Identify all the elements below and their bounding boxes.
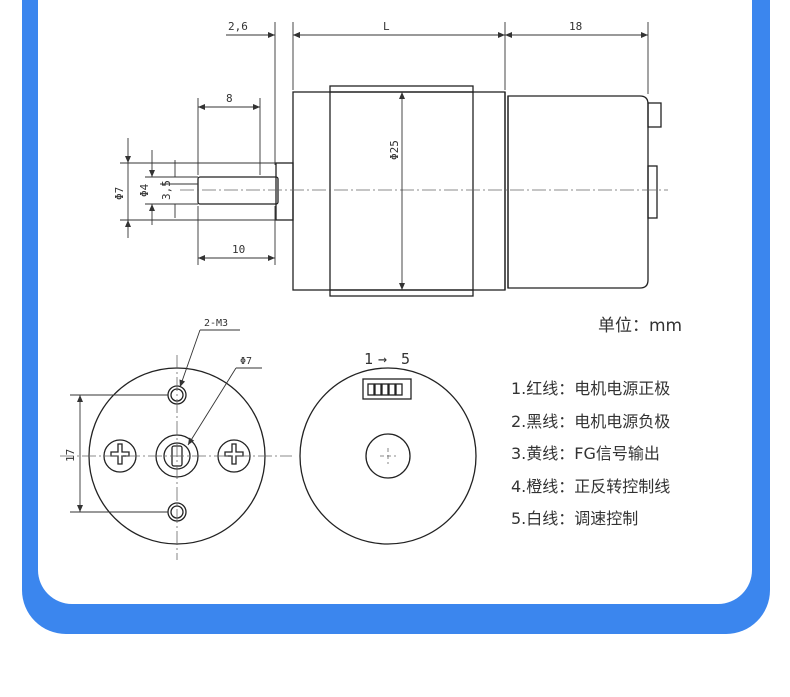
dim-gearbox-length: L [383,20,390,33]
rear-connector [647,102,662,128]
dim-shaft-dia: Φ4 [138,183,151,197]
dim-body-dia: Φ25 [388,140,401,160]
pin-range-from: 1 [364,350,373,368]
dim-motor-length: 18 [569,20,582,33]
rear-outline [299,367,477,545]
dimension-labels: 2,6 L 18 8 10 Φ7 Φ4 3,5 Φ25 [113,20,582,256]
connector-block [362,378,412,400]
dim-shaft-flat-length: 8 [226,92,233,105]
wire-item-black: 2.黑线：电机电源负极 [511,411,671,431]
dim-hole-spacing: 17 [64,449,77,462]
rear-terminal [647,165,658,219]
dim-mount-holes: 2-M3 [204,318,228,329]
pin-range-to: 5 [401,350,410,368]
pin-range-arrow: → [378,350,387,368]
dim-shaft-outer-dia: Φ7 [113,187,126,200]
rear-center-hole [365,433,411,479]
dim-shaft-flat: 3,5 [160,180,173,200]
dim-shaft-length: 10 [232,243,245,256]
dim-boss-dia: Φ7 [240,356,252,367]
front-labels: 2-M3 Φ7 17 [64,318,252,462]
wire-item-white: 5.白线：调速控制 [511,509,639,528]
output-shaft [197,176,279,205]
pin-range-label: 1 → 5 [364,350,410,368]
top-dimensions [120,22,649,290]
motor-can [507,95,649,289]
wire-legend: 1.红线：电机电源正极 2.黑线：电机电源负极 3.黄线：FG信号输出 4.橙线… [511,376,741,539]
front-dimensions [70,329,262,513]
side-view [197,85,662,297]
dim-flange-thickness: 2,6 [228,20,248,33]
unit-label: 单位：mm [598,316,683,336]
white-card [38,0,752,604]
wire-item-red: 1.红线：电机电源正极 [511,379,671,398]
wire-item-yellow: 3.黄线：FG信号输出 [511,444,660,463]
wire-item-orange: 4.橙线：正反转控制线 [511,476,671,496]
rear-view [299,367,477,545]
